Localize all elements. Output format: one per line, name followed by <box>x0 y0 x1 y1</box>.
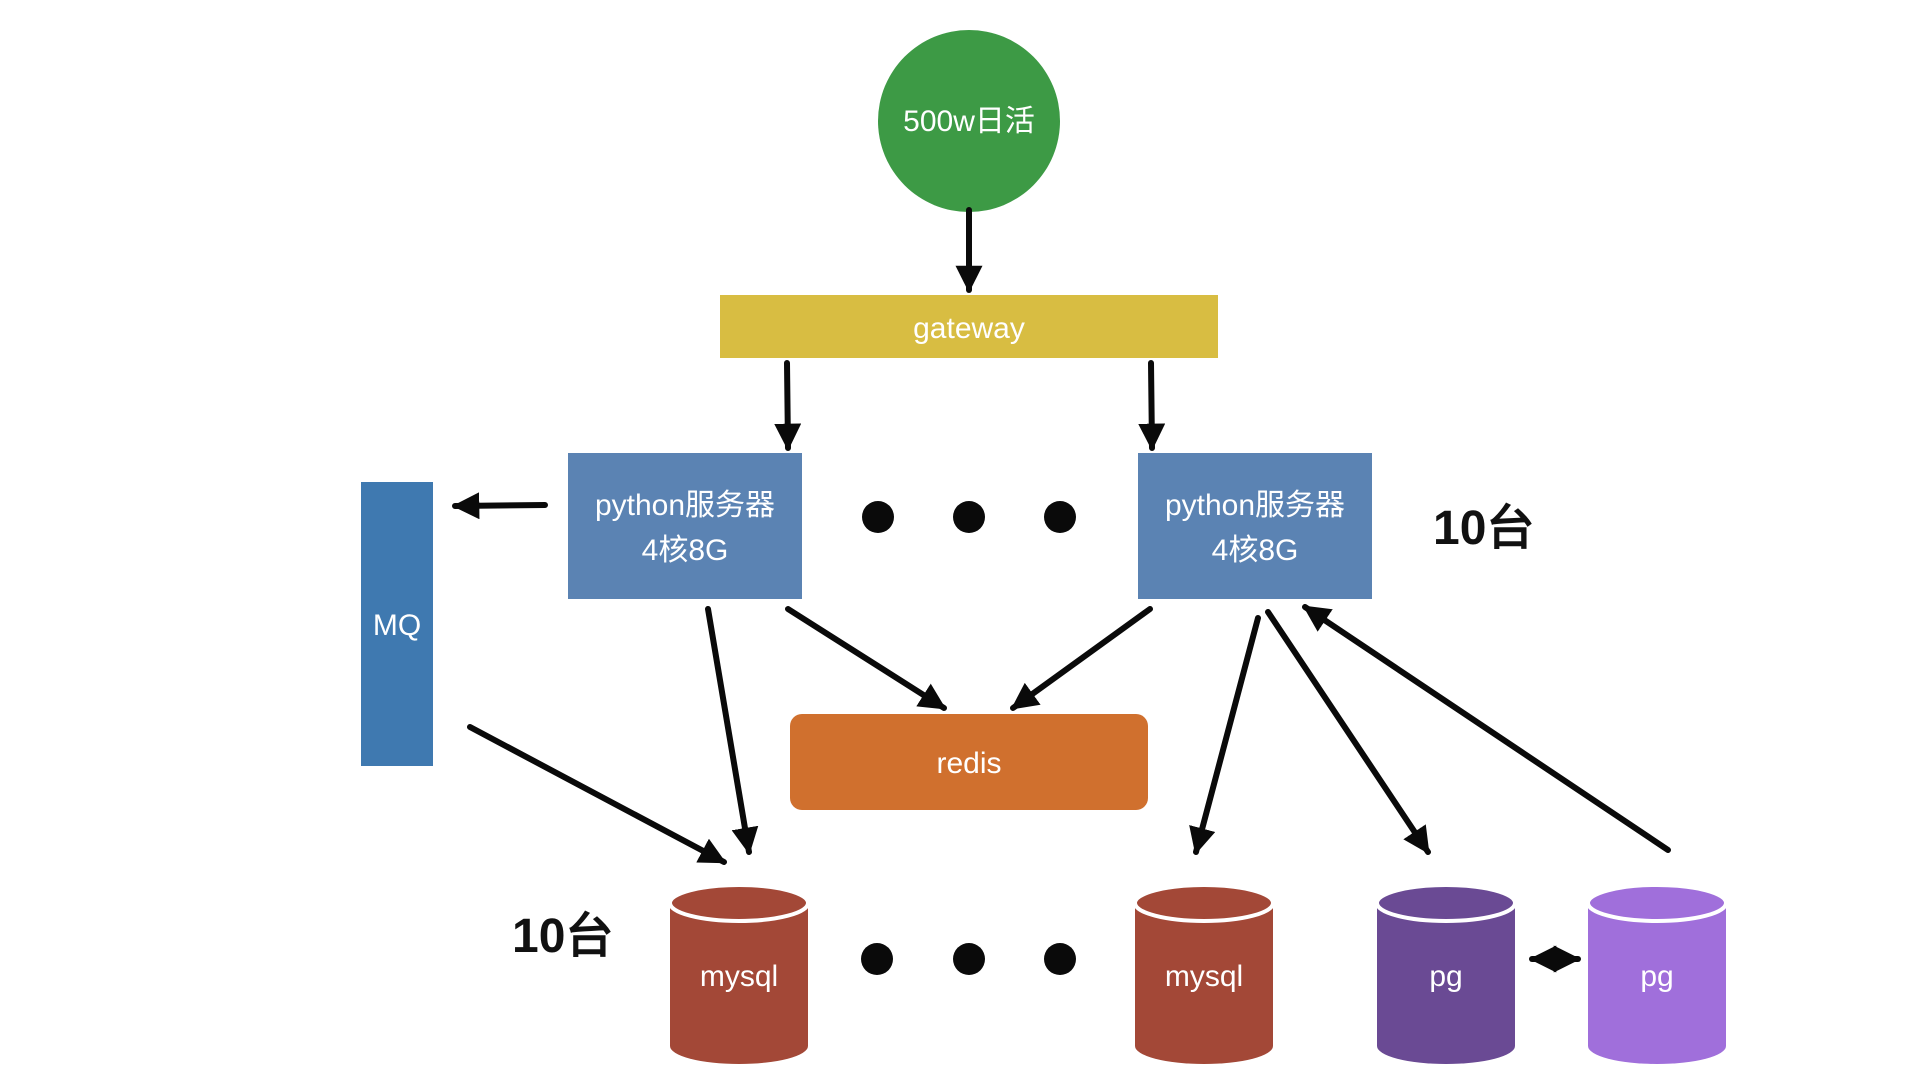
arrow-server-left-to-mysql <box>705 606 759 855</box>
python-server-right: python服务器 4核8G <box>1138 453 1372 599</box>
daily-active-users-node: 500w日活 <box>878 30 1060 212</box>
servers-ellipsis <box>862 501 1076 533</box>
arrow-gateway-to-server-right <box>1138 360 1166 451</box>
pg-label: pg <box>1429 960 1462 993</box>
gateway-label: gateway <box>913 312 1025 345</box>
pg-label: pg <box>1640 960 1673 993</box>
pg-database-replica: pg <box>1586 883 1728 1064</box>
mq-node: MQ <box>361 482 433 766</box>
server-spec-label: 4核8G <box>642 534 729 567</box>
server-name-label: python服务器 <box>1165 489 1345 522</box>
mq-label: MQ <box>373 609 421 642</box>
arrow-server-to-mq <box>452 492 548 520</box>
mysql-ellipsis <box>861 943 1076 975</box>
redis-node: redis <box>790 714 1148 810</box>
mysql-label: mysql <box>1165 960 1243 993</box>
arrow-server-left-to-redis <box>785 606 947 711</box>
mysql-count-label: 10台 <box>512 910 613 963</box>
arrow-server-right-to-mysql <box>1189 615 1261 855</box>
arrow-server-right-to-redis <box>1010 606 1153 711</box>
gateway-node: gateway <box>720 295 1218 358</box>
arrow-mq-to-mysql <box>467 724 727 865</box>
pg-database-primary: pg <box>1375 883 1517 1064</box>
arrow-server-right-to-pg <box>1265 609 1431 855</box>
server-count-label: 10台 <box>1433 502 1534 555</box>
redis-label: redis <box>936 747 1001 780</box>
arrow-pg-replica-to-server-right <box>1302 604 1671 853</box>
server-name-label: python服务器 <box>595 489 775 522</box>
server-spec-label: 4核8G <box>1212 534 1299 567</box>
mysql-database-left: mysql <box>668 883 810 1064</box>
mysql-label: mysql <box>700 960 778 993</box>
mysql-database-right: mysql <box>1133 883 1275 1064</box>
python-server-left: python服务器 4核8G <box>568 453 802 599</box>
users-label: 500w日活 <box>903 105 1035 138</box>
arrow-gateway-to-server-left <box>774 360 802 451</box>
